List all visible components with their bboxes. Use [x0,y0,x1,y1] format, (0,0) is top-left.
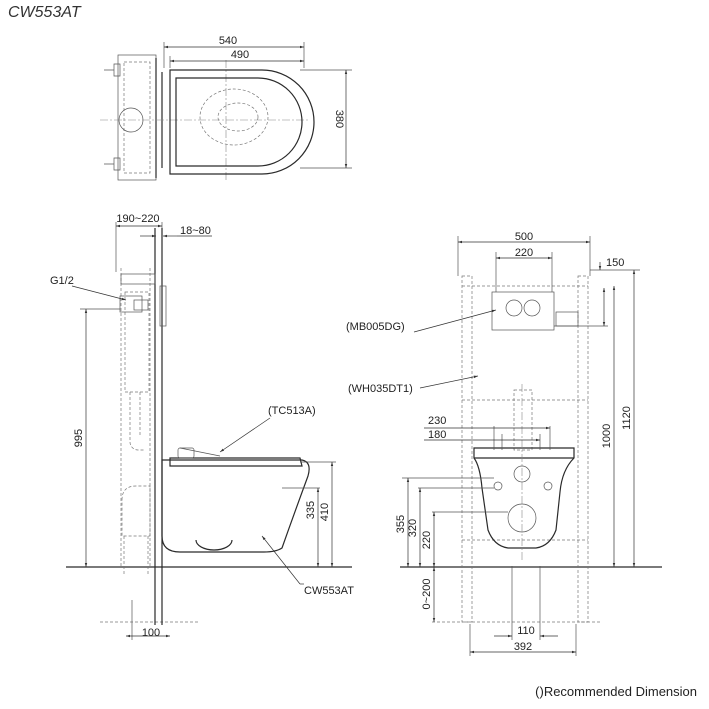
side-dim-410: 410 [319,503,331,521]
top-dim-380: 380 [333,110,345,128]
front-dim-392: 392 [514,641,532,653]
front-view: 500 220 150 (MB005DG) (WH035DT1) 230 180… [346,231,662,656]
side-dim-190-220: 190~220 [116,213,159,225]
front-dim-1120: 1120 [621,406,633,430]
side-dim-335: 335 [305,501,317,519]
side-dim-100: 100 [142,627,160,639]
front-dim-220-top: 220 [515,247,533,259]
front-dim-0-200: 0~200 [421,579,433,610]
front-dim-180: 180 [428,429,446,441]
side-label-tc513a: (TC513A) [268,405,316,417]
side-label-cw553at: CW553AT [304,585,354,597]
front-dim-320: 320 [407,519,419,537]
side-dim-995: 995 [73,429,85,447]
footnote-recommended-dimension: ()Recommended Dimension [535,684,697,699]
front-dim-110: 110 [517,625,535,637]
front-dim-500: 500 [515,231,533,243]
side-dim-18-80: 18~80 [180,225,211,237]
front-dim-220-side: 220 [421,531,433,549]
front-dim-355: 355 [395,515,407,533]
top-dim-490: 490 [231,49,249,61]
side-label-g12: G1/2 [50,275,74,287]
top-view: 540 490 380 [100,35,352,182]
front-dim-230: 230 [428,415,446,427]
front-label-mb005dg: (MB005DG) [346,321,405,333]
side-view: 190~220 18~80 G1/2 995 (TC513A) 335 410 … [50,213,354,640]
front-dim-1000: 1000 [601,424,613,448]
model-title: CW553AT [8,4,81,21]
top-dim-540: 540 [219,35,237,47]
front-dim-150: 150 [606,257,624,269]
front-label-wh035dt1: (WH035DT1) [348,383,413,395]
